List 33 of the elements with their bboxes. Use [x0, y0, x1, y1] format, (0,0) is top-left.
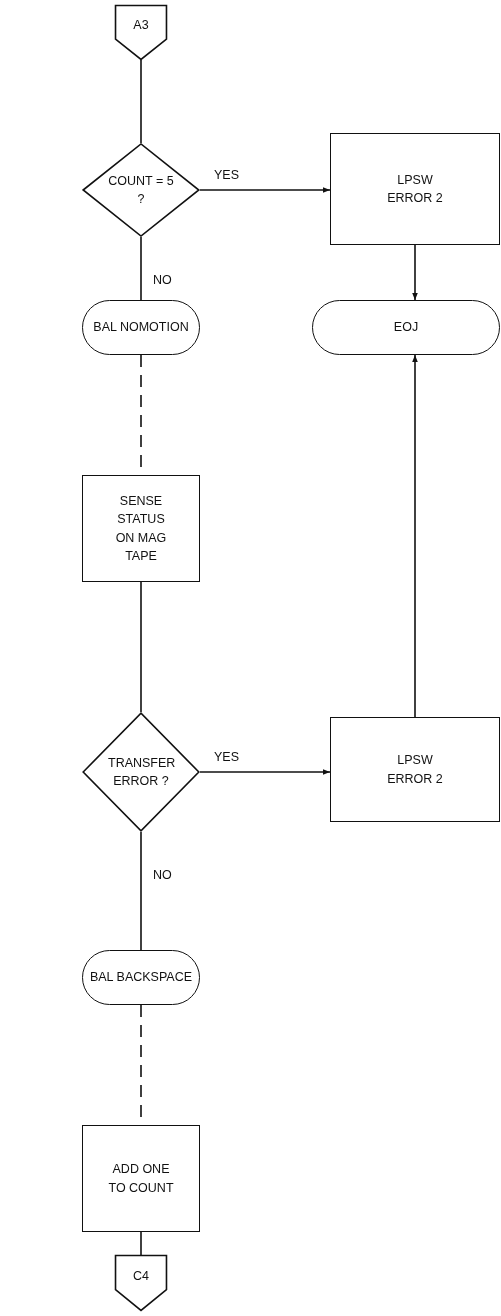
connector-line [140, 581, 142, 713]
node-label: BAL NOMOTION [93, 319, 189, 337]
decision-diamond [82, 712, 200, 832]
node-label: LPSW ERROR 2 [386, 752, 444, 788]
connector-line [140, 236, 142, 301]
process-box [330, 133, 500, 245]
node-label: ADD ONE TO COUNT [107, 1161, 175, 1197]
edge-label: YES [212, 750, 241, 764]
connector-line [140, 59, 142, 144]
connector-line [199, 769, 331, 775]
connector-line [412, 244, 418, 301]
node-label: A3 [133, 17, 149, 35]
node-label: TRANSFER ERROR ? [108, 754, 174, 790]
edge-label: NO [151, 868, 174, 882]
node-label: SENSE STATUS ON MAG TAPE [114, 493, 168, 565]
process-box [82, 475, 200, 582]
connector-line [412, 354, 418, 718]
process-box [82, 1125, 200, 1232]
node-label: EOJ [393, 319, 419, 337]
node-label: COUNT = 5 ? [107, 172, 175, 208]
offpage-connector [115, 1255, 167, 1311]
connector-line [199, 187, 331, 193]
node-label: C4 [133, 1267, 149, 1285]
decision-diamond [82, 143, 200, 237]
process-box [330, 717, 500, 822]
node-label: BAL BACKSPACE [89, 969, 193, 987]
connector-line [140, 1231, 142, 1256]
edge-label: YES [212, 168, 241, 182]
terminal-box [312, 300, 500, 355]
node-label: LPSW ERROR 2 [386, 171, 444, 207]
edge-label: NO [151, 273, 174, 287]
offpage-connector [115, 5, 167, 60]
connector-line [140, 831, 142, 951]
